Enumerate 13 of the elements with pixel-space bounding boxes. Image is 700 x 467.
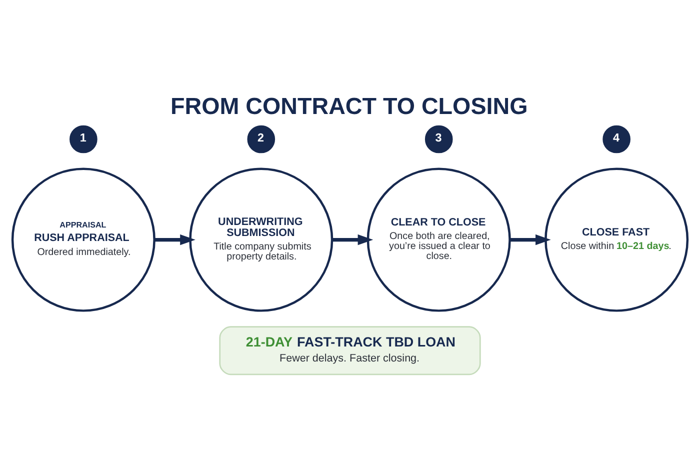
node-circle: 1 (70, 125, 98, 154)
arrow (332, 234, 374, 246)
node-circle: 4 (602, 125, 630, 154)
node-circle: UNDERWRITING SUBMISSION Title company submits property details. (189, 168, 334, 312)
node-box: 21-DAY FAST-TRACK TBD LOAN Fewer delays. Faster closing. (219, 326, 481, 376)
arrow (154, 234, 196, 246)
node-circle: CLOSE FAST Close within 10–21 days. (544, 168, 689, 312)
node-circle: CLEAR TO CLOSE Once both are cleared, you’re issued a clear to close. (366, 168, 511, 312)
node-circle: 2 (247, 125, 276, 154)
node-circle: APPRAISAL RUSH APPRAISAL Ordered immediately. (11, 168, 156, 312)
diagram-title: FROM CONTRACT TO CLOSING (170, 92, 528, 119)
node-circle: 3 (424, 125, 453, 154)
arrow (510, 234, 551, 246)
